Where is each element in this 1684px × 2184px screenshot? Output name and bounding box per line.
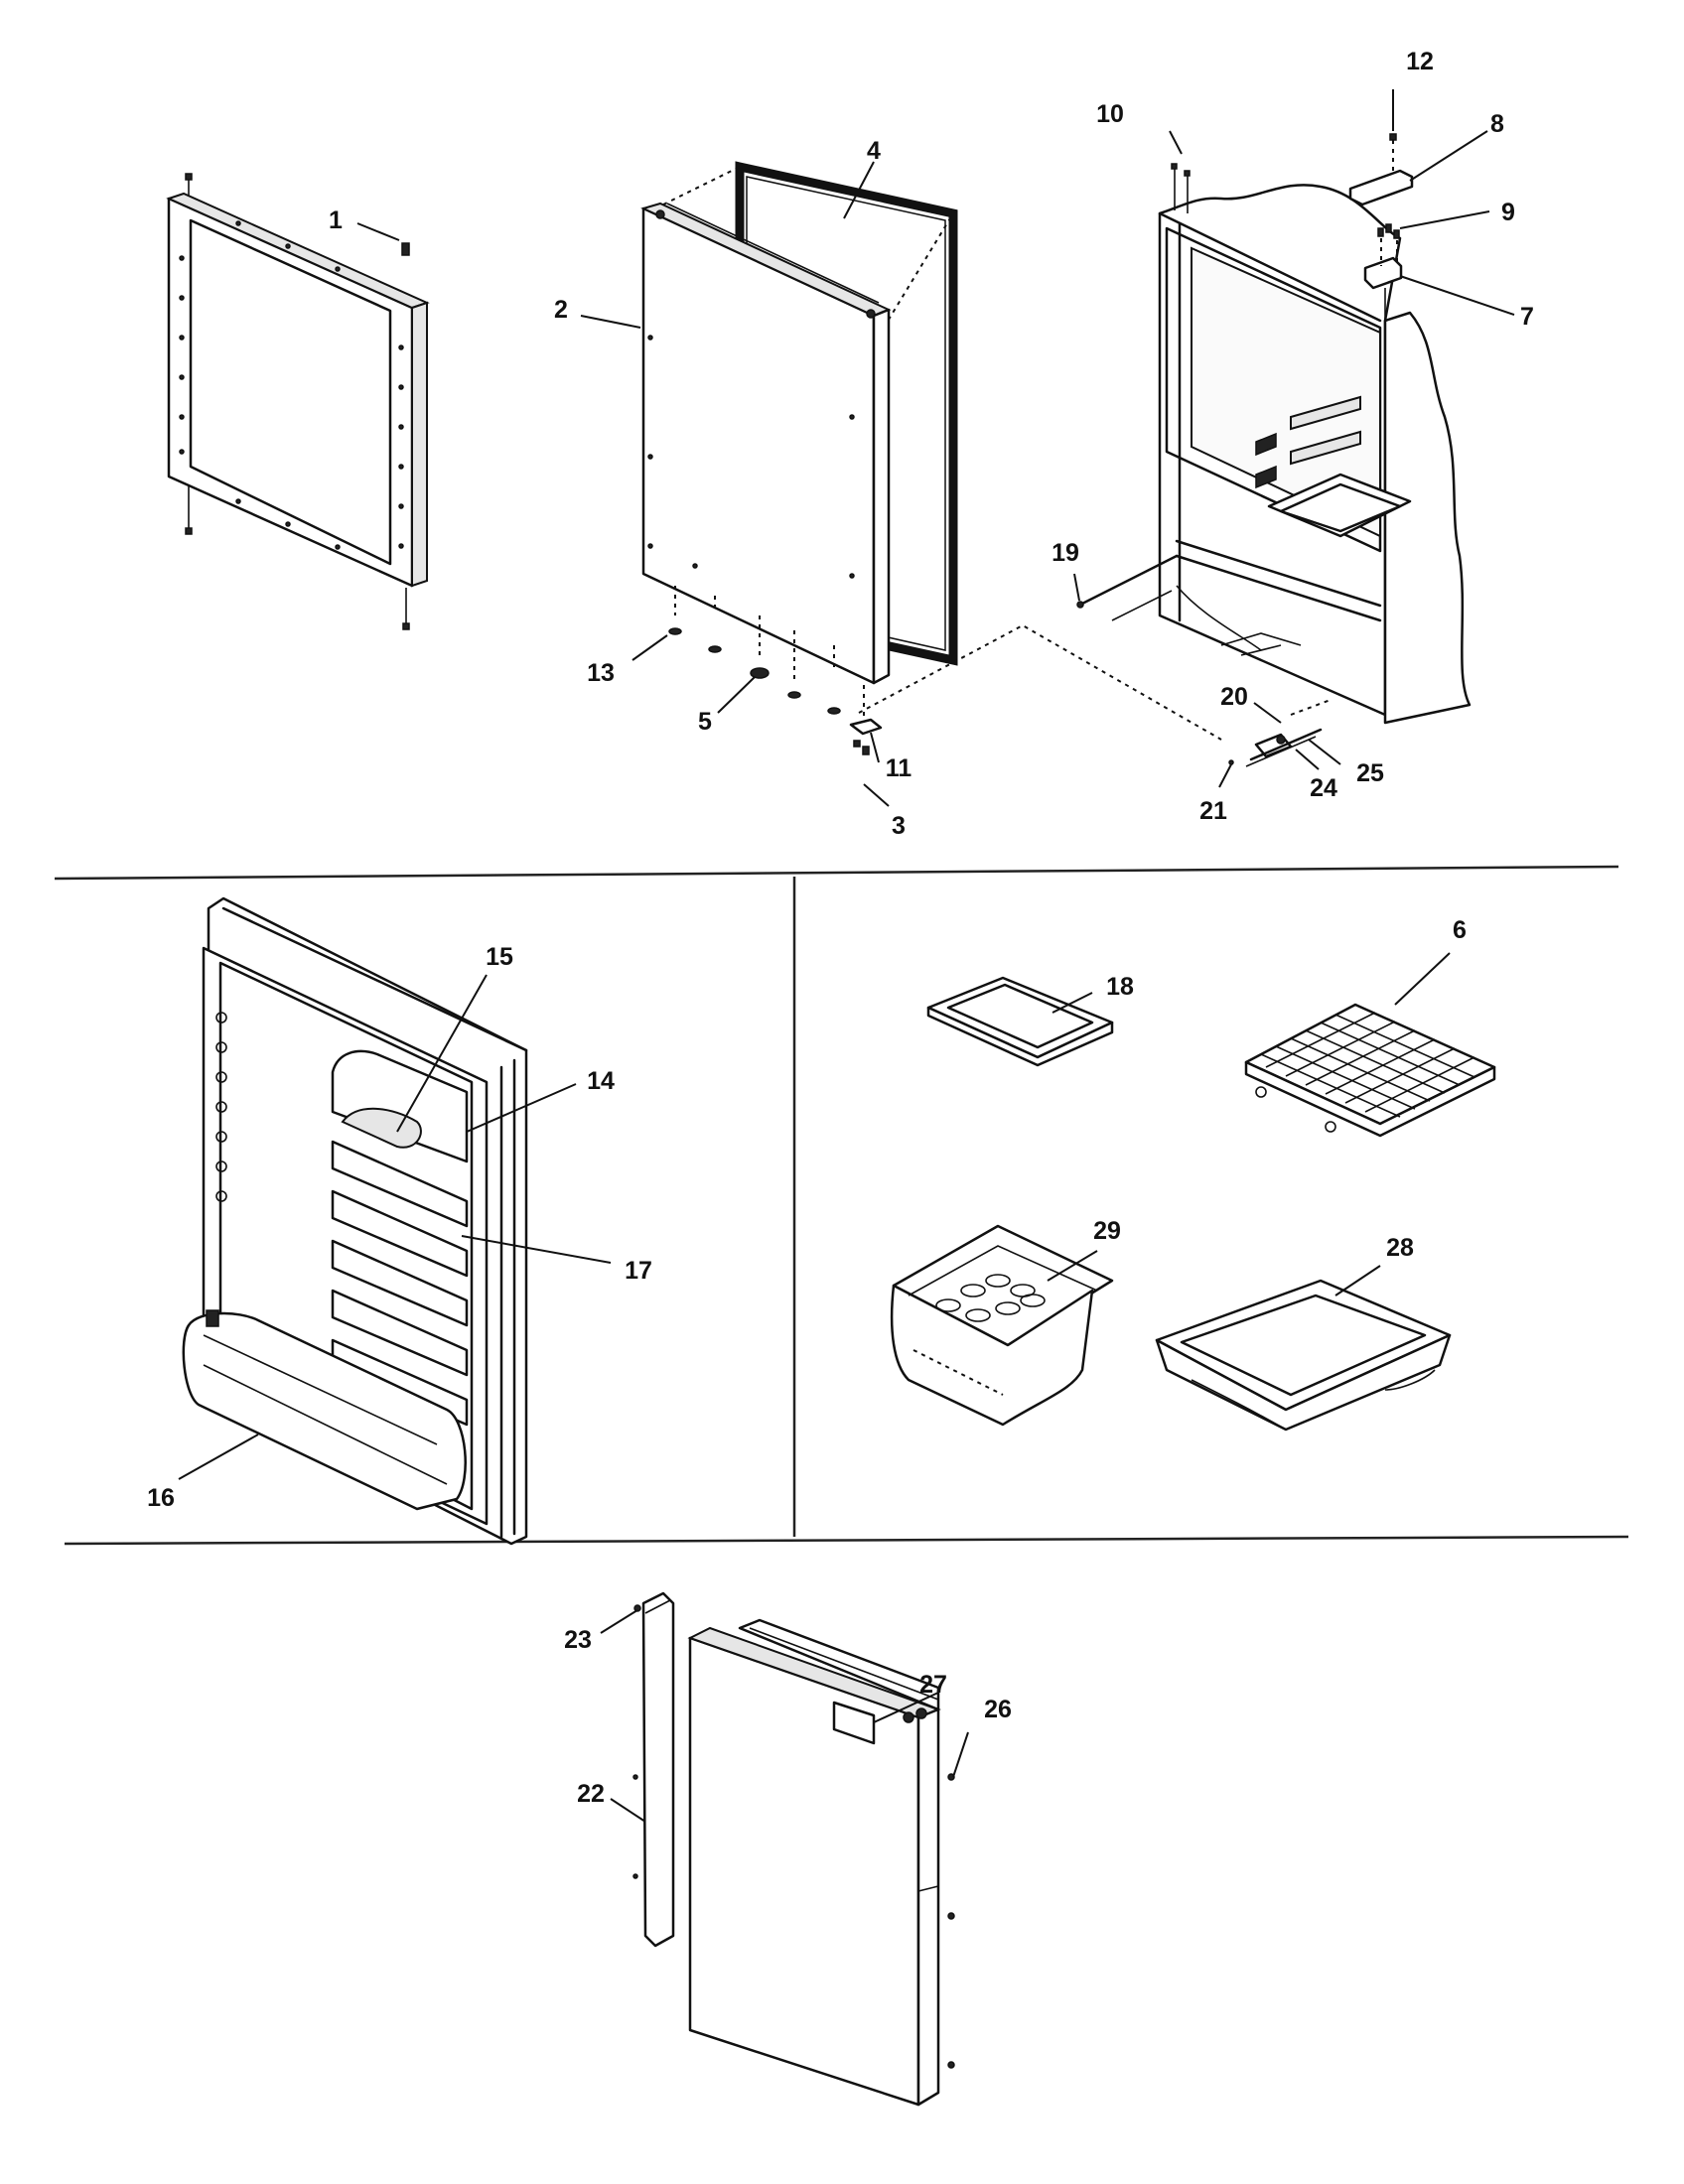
callout-26: 26 bbox=[984, 1696, 1012, 1723]
callout-22: 22 bbox=[577, 1780, 605, 1808]
callout-4: 4 bbox=[867, 137, 881, 165]
callout-1: 1 bbox=[329, 206, 343, 234]
callout-17: 17 bbox=[625, 1257, 652, 1285]
callout-25: 25 bbox=[1356, 759, 1384, 787]
section-separators bbox=[54, 865, 1629, 1546]
callout-12: 12 bbox=[1406, 48, 1434, 75]
callout-15: 15 bbox=[486, 943, 513, 971]
callout-29: 29 bbox=[1093, 1217, 1121, 1245]
callout-5: 5 bbox=[698, 708, 712, 736]
callout-24: 24 bbox=[1310, 774, 1337, 802]
callout-19: 19 bbox=[1052, 539, 1079, 567]
callout-23: 23 bbox=[564, 1626, 592, 1654]
door-liner-part bbox=[182, 896, 528, 1546]
door-panel-part bbox=[640, 161, 1222, 755]
callout-21: 21 bbox=[1199, 797, 1227, 825]
callout-18: 18 bbox=[1106, 973, 1134, 1001]
callout-7: 7 bbox=[1520, 303, 1534, 331]
callout-28: 28 bbox=[1386, 1234, 1414, 1262]
callout-11: 11 bbox=[886, 754, 912, 782]
callout-10: 10 bbox=[1096, 100, 1124, 128]
leader-lines bbox=[178, 89, 1515, 1823]
callout-13: 13 bbox=[587, 659, 615, 687]
callout-3: 3 bbox=[892, 812, 906, 840]
callout-27: 27 bbox=[919, 1671, 947, 1699]
door-frame-part bbox=[166, 173, 430, 630]
callout-8: 8 bbox=[1490, 110, 1504, 138]
callout-2: 2 bbox=[554, 296, 568, 324]
callout-labels: 1 2 3 4 5 6 7 8 9 10 11 12 13 14 15 16 1… bbox=[147, 48, 1534, 1808]
ice-tray-6 bbox=[1244, 1003, 1496, 1138]
freezer-door-part bbox=[632, 1591, 955, 2107]
callout-14: 14 bbox=[587, 1067, 615, 1095]
egg-bin-29 bbox=[890, 1224, 1114, 1427]
callout-6: 6 bbox=[1453, 916, 1467, 944]
bin-28 bbox=[1155, 1279, 1452, 1432]
accessories-group bbox=[890, 976, 1496, 1432]
tray-18 bbox=[926, 976, 1114, 1067]
callout-9: 9 bbox=[1501, 199, 1515, 226]
callout-20: 20 bbox=[1220, 683, 1248, 711]
callout-16: 16 bbox=[147, 1484, 175, 1512]
cabinet-part bbox=[1076, 133, 1472, 767]
